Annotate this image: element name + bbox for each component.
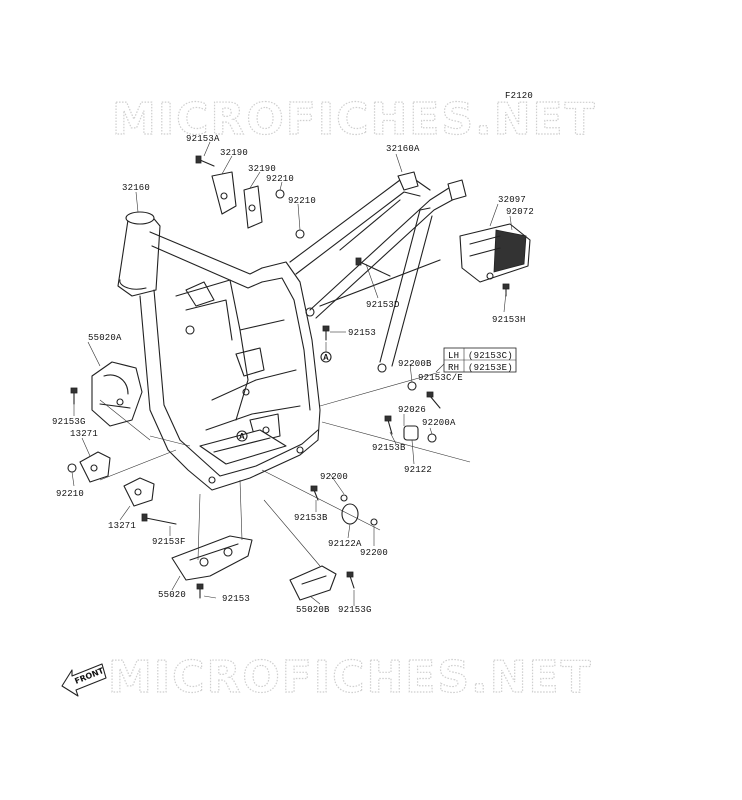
cdi-unit — [459, 223, 531, 283]
legend-side-lh: LH — [448, 351, 459, 361]
label-13271-lower: 13271 — [108, 521, 136, 531]
label-92072: 92072 — [506, 207, 534, 217]
label-92200-upper: 92200 — [320, 472, 348, 482]
label-32160A: 32160A — [386, 144, 420, 154]
label-13271-upper: 13271 — [70, 429, 98, 439]
skid-plate-55020 — [171, 535, 253, 581]
label-92026: 92026 — [398, 405, 426, 415]
label-32190-b: 32190 — [248, 164, 276, 174]
label-92153F: 92153F — [152, 537, 186, 547]
label-92153-lower: 92153 — [222, 594, 250, 604]
svg-text:A: A — [239, 432, 245, 441]
label-92200B: 92200B — [398, 359, 432, 369]
label-92153B-upper: 92153B — [372, 443, 406, 453]
label-92153G-upper: 92153G — [52, 417, 86, 427]
label-92153CE: 92153C/E — [418, 373, 463, 383]
label-92153A: 92153A — [186, 134, 220, 144]
svg-text:A: A — [323, 353, 329, 362]
label-32190-a: 32190 — [220, 148, 248, 158]
side-legend: LH (92153C) RH (92153E) — [443, 347, 517, 373]
label-92153G-lower: 92153G — [338, 605, 372, 615]
legend-side-rh: RH — [448, 363, 459, 373]
watermark-top: MICROFICHES.NET — [112, 94, 597, 145]
label-55020: 55020 — [158, 590, 186, 600]
main-frame — [117, 211, 321, 491]
figure-code: F2120 — [505, 91, 533, 101]
label-92200A: 92200A — [422, 418, 456, 428]
leader-lines — [71, 141, 513, 606]
engine-plates-32190 — [211, 171, 263, 229]
label-32160: 32160 — [122, 183, 150, 193]
part-labels: 92153A 32190 32190 92210 92210 32160 321… — [52, 134, 534, 615]
label-92153D: 92153D — [366, 300, 400, 310]
label-92153H: 92153H — [492, 315, 526, 325]
label-92153: 92153 — [348, 328, 376, 338]
reference-mark-a-upper: A — [320, 351, 332, 363]
fasteners — [67, 155, 510, 599]
watermark-bottom: MICROFICHES.NET — [108, 652, 593, 703]
label-92122: 92122 — [404, 465, 432, 475]
label-32097: 32097 — [498, 195, 526, 205]
label-55020A: 55020A — [88, 333, 122, 343]
label-55020B: 55020B — [296, 605, 330, 615]
label-92210-c: 92210 — [56, 489, 84, 499]
label-92153B-lower: 92153B — [294, 513, 328, 523]
legend-part-lh: (92153C) — [468, 351, 513, 361]
brackets-13271 — [79, 451, 155, 507]
guard-55020B — [289, 565, 337, 601]
label-92122A: 92122A — [328, 539, 362, 549]
reference-mark-a-lower: A — [236, 430, 248, 442]
label-92210-a: 92210 — [266, 174, 294, 184]
front-arrow-icon: FRONT — [61, 663, 107, 697]
guard-55020A — [91, 361, 143, 427]
sub-frame — [289, 171, 467, 373]
label-92210-b: 92210 — [288, 196, 316, 206]
label-92200-lower: 92200 — [360, 548, 388, 558]
legend-part-rh: (92153E) — [468, 363, 513, 373]
